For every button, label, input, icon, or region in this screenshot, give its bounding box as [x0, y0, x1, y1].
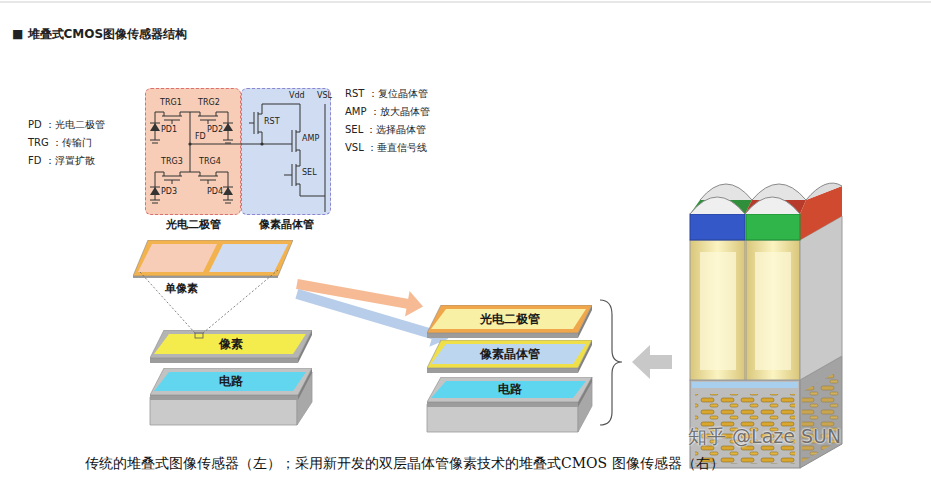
abbreviation-key: FD ：浮置扩散	[28, 156, 95, 166]
base-block	[150, 372, 312, 425]
abbreviation-key: SEL ：选择晶体管	[345, 125, 426, 135]
abbreviation-key: RST ：复位晶体管	[345, 89, 428, 99]
layer-plate: 电路	[427, 377, 592, 408]
group-heading: 单像素	[165, 281, 198, 296]
plate-label: 电路	[498, 381, 522, 398]
signal-label: FD	[195, 133, 206, 141]
abbreviation-key: VSL ：垂直信号线	[345, 143, 427, 153]
plate-shape	[133, 240, 293, 278]
signal-label: TRG1	[160, 99, 182, 107]
group-heading: 像素晶体管	[259, 217, 314, 232]
circuit-group-box: 像素晶体管	[241, 88, 331, 234]
transfer-arrow	[297, 294, 449, 347]
signal-label: SEL	[302, 169, 317, 177]
pointer-arrow	[632, 345, 672, 379]
layer-plate: 单像素	[133, 240, 293, 298]
signal-label: PD4	[207, 188, 223, 196]
pixel-3d-illustration	[690, 183, 842, 468]
signal-label: TRG4	[199, 158, 221, 166]
signal-label: PD3	[161, 188, 177, 196]
layer-plate: 电路	[150, 368, 312, 401]
dashed-region	[145, 88, 241, 215]
top-rule	[0, 2, 931, 3]
photodiode-symbols	[150, 123, 264, 195]
signal-label: VSL	[317, 92, 332, 100]
signal-label: AMP	[302, 135, 319, 143]
pixel-circuit-wires	[150, 104, 325, 212]
signal-label: PD2	[207, 126, 223, 134]
layer-plate: 像素晶体管	[427, 340, 592, 374]
base-block	[427, 377, 592, 432]
bracket	[600, 300, 622, 425]
signal-label: TRG3	[161, 158, 183, 166]
caption: 传统的堆叠式图像传感器（左）；采用新开发的双层晶体管像素技术的堆叠式CMOS 图…	[85, 455, 724, 473]
zoom-leaders	[140, 270, 278, 338]
signal-label: TRG2	[198, 99, 220, 107]
abbreviation-key: AMP ：放大晶体管	[345, 107, 430, 117]
circuit-group-box: 光电二极管	[145, 88, 241, 234]
signal-label: PD1	[161, 126, 177, 134]
plate-label: 像素晶体管	[480, 346, 540, 363]
plate-label: 像素	[219, 336, 243, 353]
abbreviation-key: TRG ：传输门	[28, 138, 92, 148]
diagram-title: ■ 堆叠式CMOS图像传感器结构	[12, 26, 187, 43]
watermark: 知乎 @Laze SUN	[688, 427, 841, 446]
signal-label: Vdd	[289, 92, 305, 100]
signal-label: RST	[264, 118, 280, 126]
layer-plate: 光电二极管	[427, 305, 592, 339]
abbreviation-key: PD ：光电二极管	[28, 120, 105, 130]
layer-plate: 像素	[150, 330, 312, 364]
plate-label: 电路	[219, 373, 243, 390]
group-heading: 光电二极管	[166, 217, 221, 232]
plate-label: 光电二极管	[480, 311, 540, 328]
